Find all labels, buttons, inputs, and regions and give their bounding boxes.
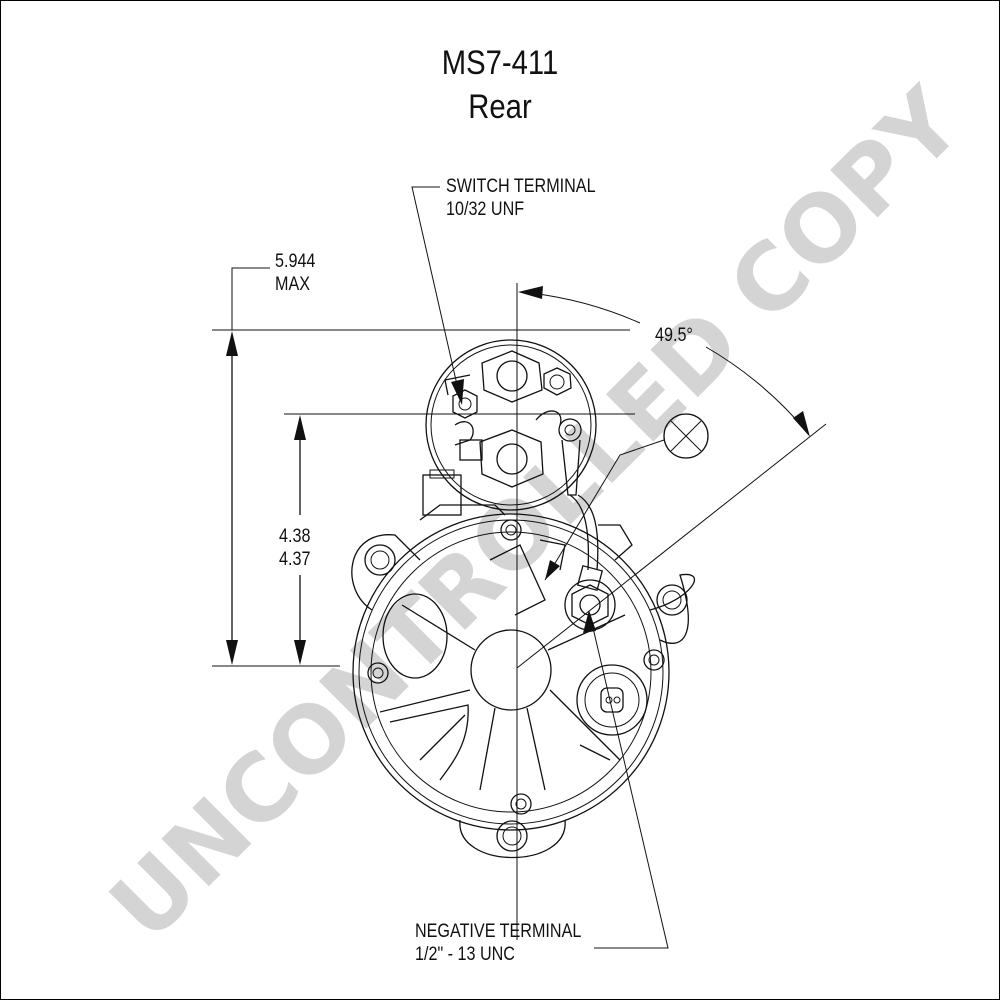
- solenoid: [425, 339, 597, 511]
- terminal-height-label: 4.38 4.37: [279, 526, 311, 570]
- view-symbol: [663, 413, 709, 459]
- negative-terminal-label: NEGATIVE TERMINAL 1/2" - 13 UNC: [415, 921, 582, 965]
- part-number-title: MS7-411: [441, 44, 559, 82]
- end-cap: [351, 469, 695, 858]
- overall-height-label: 5.944 MAX: [275, 251, 316, 295]
- dimension-arrow-up: [226, 331, 238, 356]
- angle-arrow-left: [518, 286, 543, 299]
- dimension-arrow-down: [226, 640, 238, 665]
- leader-arrow: [545, 560, 560, 580]
- dimension-arrow-down: [294, 640, 306, 665]
- switch-terminal-label: SWITCH TERMINAL 10/32 UNF: [446, 176, 596, 220]
- angle-label: 49.5°: [655, 325, 693, 346]
- overall-height-dimension: [212, 267, 630, 667]
- dimension-arrow-up: [294, 415, 306, 440]
- symbol-leader: [544, 439, 665, 581]
- negative-terminal-leader: [583, 610, 669, 949]
- view-title: Rear: [468, 88, 532, 126]
- angle-arrow-right: [793, 411, 810, 437]
- switch-terminal-leader: [411, 186, 464, 405]
- field-lead: [569, 494, 604, 592]
